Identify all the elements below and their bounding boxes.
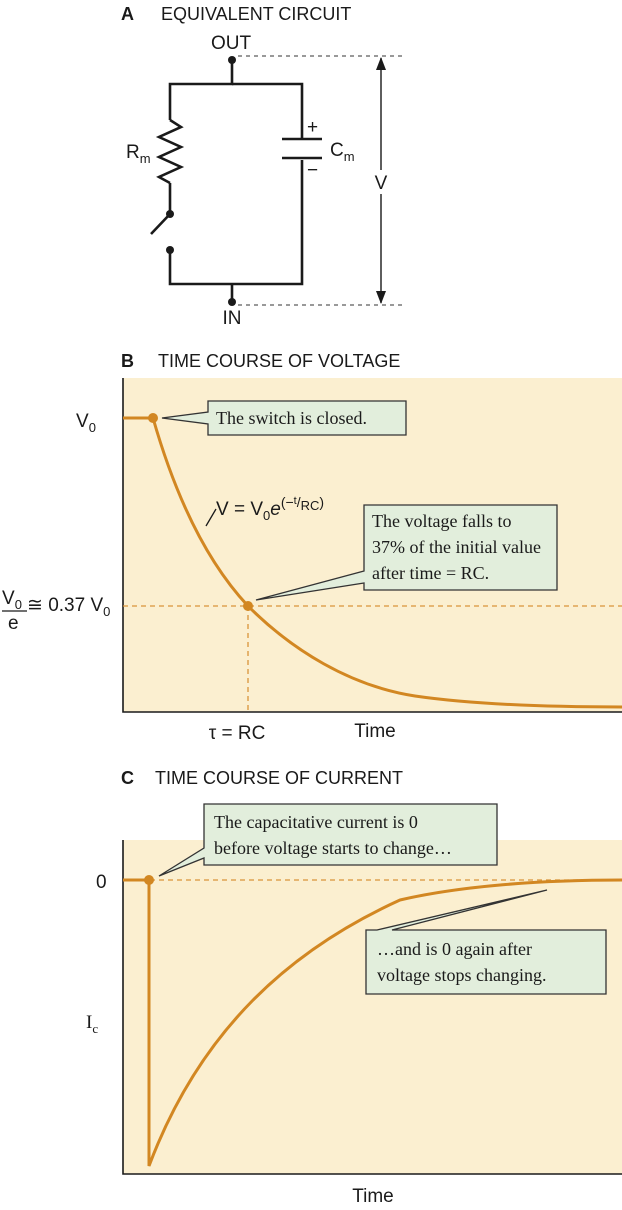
callout-current-after-text: …and is 0 again after voltage stops chan… [377, 939, 546, 985]
resistor-rm [155, 118, 185, 185]
v-label-bg [370, 170, 392, 194]
arrowhead-up-icon [376, 57, 386, 70]
callout-voltage-falls [255, 504, 558, 601]
current-plot-area [123, 840, 622, 1174]
panel-b: B TIME COURSE OF VOLTAGE V0 V0 e ≅ 0.37 … [2, 351, 622, 744]
panel-a: A EQUIVALENT CIRCUIT OUT Rm + − Cm IN [121, 4, 404, 329]
zero-label: 0 [96, 872, 107, 893]
panel-b-letter: B [121, 351, 134, 371]
switch-blade [150, 213, 171, 235]
switch-pivot [166, 210, 174, 218]
circuit [150, 56, 322, 306]
callout-current-after [365, 889, 607, 995]
current-curve [123, 878, 622, 1167]
wire-top-left [168, 60, 234, 120]
panel-c-title: TIME COURSE OF CURRENT [155, 768, 403, 788]
decay-equation: V = V0e(−t/RC) [216, 494, 324, 523]
panel-b-title: TIME COURSE OF VOLTAGE [158, 351, 400, 371]
minus-sign: − [307, 160, 318, 181]
callout-switch-closed-text: The switch is closed. [216, 408, 367, 428]
tau-point [243, 601, 253, 611]
panel-c-letter: C [121, 768, 134, 788]
current-x-axis-label: Time [352, 1186, 394, 1207]
current-start-point [144, 875, 154, 885]
fraction-denominator: e [8, 613, 19, 634]
callout-current-before [158, 803, 498, 877]
switch-contact [166, 246, 174, 254]
voltage-axes [122, 378, 622, 713]
panel-a-title: EQUIVALENT CIRCUIT [161, 4, 351, 24]
ic-label: Ic [86, 1012, 98, 1036]
v-label: V [375, 173, 388, 194]
rm-label: Rm [126, 142, 151, 166]
switch-closed-point [148, 413, 158, 423]
current-axes [122, 840, 622, 1175]
equation-leader [205, 508, 217, 527]
panel-a-letter: A [121, 4, 134, 24]
callout-voltage-falls-text: The voltage falls to 37% of the initial … [372, 511, 545, 583]
approx-value-label: ≅ 0.37 V0 [27, 595, 110, 619]
in-terminal [228, 298, 236, 306]
panel-c: C TIME COURSE OF CURRENT 0 Ic The capaci… [86, 768, 622, 1207]
callout-current-before-text: The capacitative current is 0 before vol… [214, 812, 452, 858]
wire-bottom [168, 160, 304, 286]
cm-label: Cm [330, 140, 355, 164]
v0-label: V0 [76, 411, 96, 435]
callout-switch-closed [161, 400, 407, 436]
voltage-decay-curve [123, 416, 622, 709]
in-label: IN [223, 308, 242, 329]
fraction-numerator: V0 [2, 588, 22, 612]
plus-sign: + [307, 117, 318, 138]
tau-label: τ = RC [209, 723, 266, 744]
wire-top-right [232, 82, 304, 138]
voltage-x-axis-label: Time [354, 721, 396, 742]
out-label: OUT [211, 33, 252, 54]
out-terminal [228, 56, 236, 64]
arrowhead-down-icon [376, 291, 386, 304]
